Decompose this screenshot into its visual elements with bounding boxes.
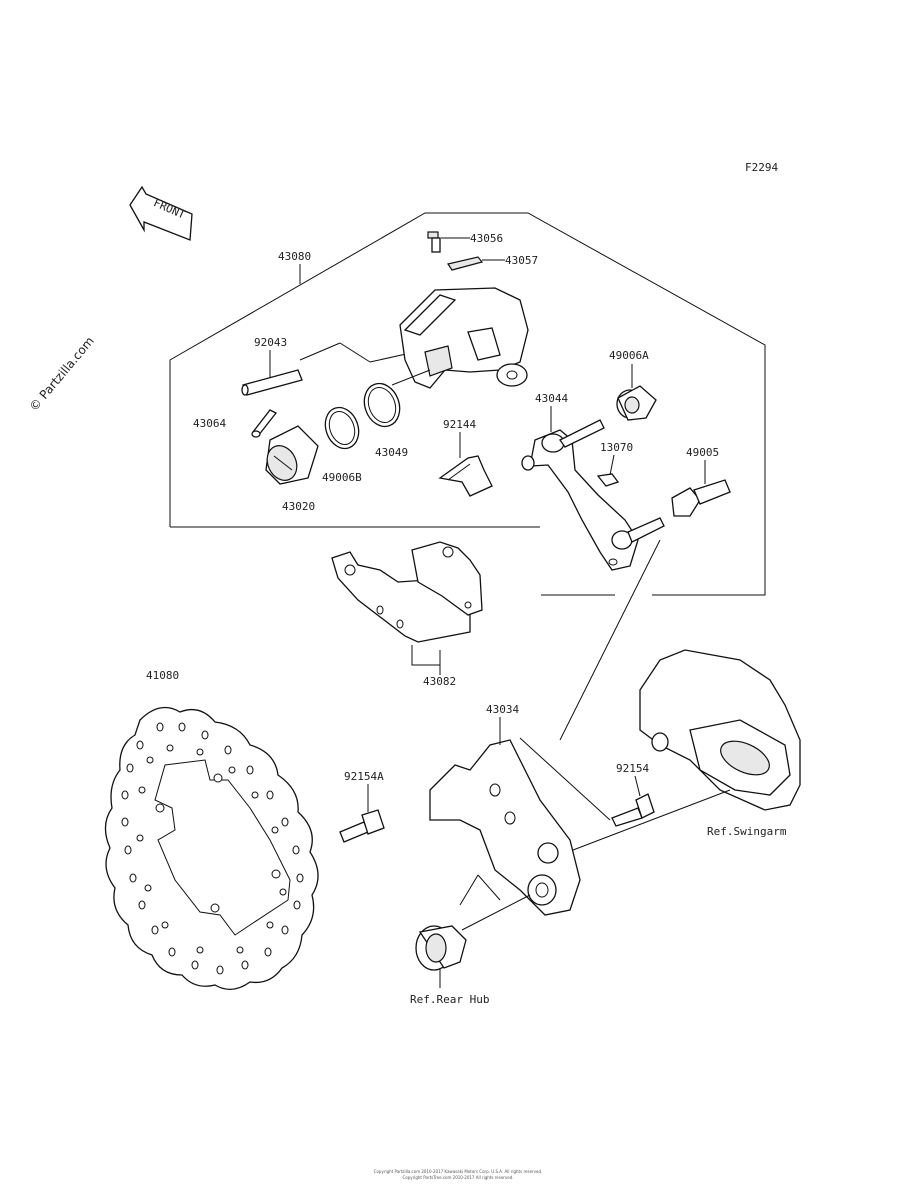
label-49005: 49005 (686, 446, 719, 459)
brake-pads (331, 541, 483, 643)
slide-bolt (671, 479, 731, 517)
label-92043: 92043 (254, 336, 287, 349)
pad-spring (438, 455, 493, 497)
footer-line-1: Copyright Partzilla.com 2010-2017 Kawasa… (374, 1169, 543, 1174)
cotter-pin (251, 409, 278, 438)
front-arrow-icon: FRONT (129, 185, 193, 241)
ref-rear-hub: Ref.Rear Hub (410, 993, 489, 1006)
caliper-pin (241, 369, 303, 396)
piston (265, 425, 319, 485)
brake-disc (104, 706, 319, 990)
brake-disc-holes (121, 722, 304, 975)
watermark: © Partzilla.com (27, 334, 97, 414)
label-43064: 43064 (193, 417, 226, 430)
label-43057: 43057 (505, 254, 538, 267)
label-43056: 43056 (470, 232, 503, 245)
caliper-bracket (429, 739, 581, 916)
label-92154: 92154 (616, 762, 649, 775)
footer-line-2: Copyright PartsTree.com 2010-2017 All ri… (402, 1175, 513, 1180)
bleeder-valve (427, 231, 470, 253)
dust-boot (616, 385, 657, 421)
label-92144: 92144 (443, 418, 476, 431)
clip-13070 (596, 473, 620, 487)
caliper-assembly-outline (169, 212, 766, 596)
label-43044: 43044 (535, 392, 568, 405)
label-43049: 43049 (375, 446, 408, 459)
diagram-id: F2294 (745, 161, 778, 174)
bleeder-cap (447, 256, 505, 271)
ref-swingarm: Ref.Swingarm (707, 825, 787, 838)
collar (415, 925, 467, 971)
label-13070: 13070 (600, 441, 633, 454)
label-43082: 43082 (423, 675, 456, 688)
disc-bolt (339, 809, 385, 843)
piston-seal-49006B (324, 406, 360, 450)
bracket-bolt (611, 793, 655, 827)
swingarm-ref (639, 649, 801, 811)
pin-leader (299, 342, 341, 361)
caliper-body (399, 287, 529, 389)
label-49006B: 49006B (322, 471, 362, 484)
label-43080: 43080 (278, 250, 311, 263)
label-43020: 43020 (282, 500, 315, 513)
label-43034: 43034 (486, 703, 519, 716)
caliper-holder (521, 419, 665, 571)
piston-seal-43049 (363, 382, 401, 428)
label-41080: 41080 (146, 669, 179, 682)
label-49006A: 49006A (609, 349, 649, 362)
label-92154A: 92154A (344, 770, 384, 783)
